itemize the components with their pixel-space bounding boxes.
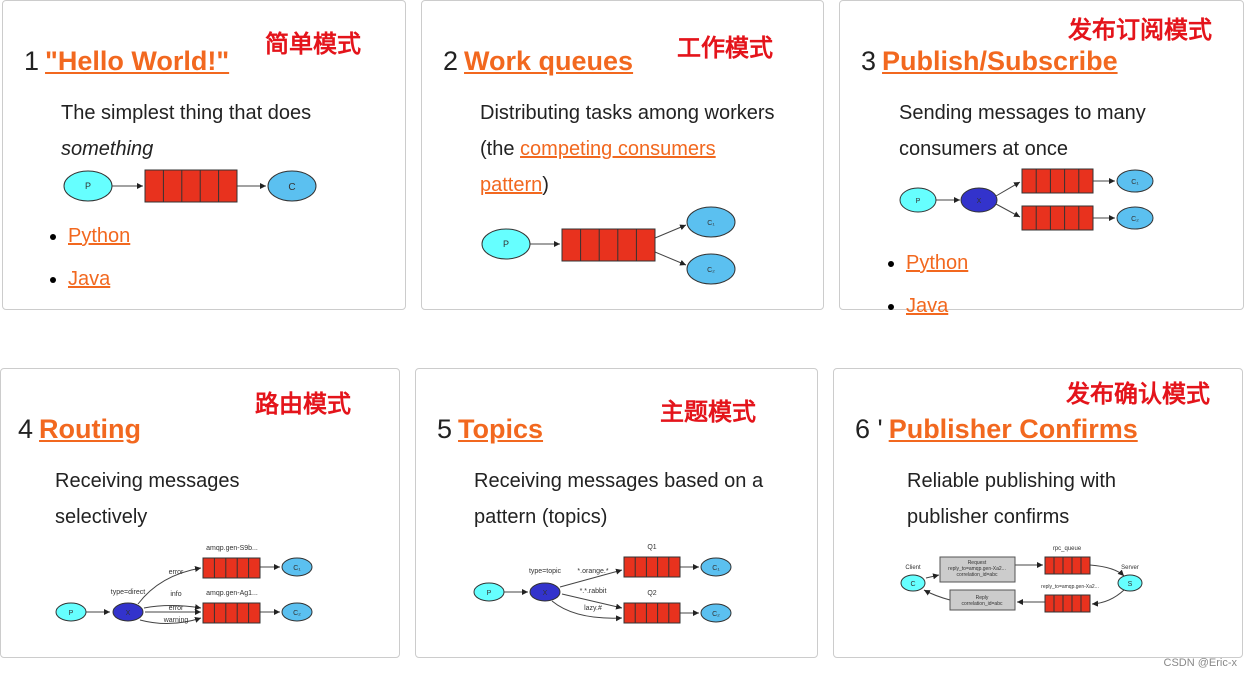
label: The simplest thing that does: [61, 102, 312, 124]
label: ): [542, 174, 549, 196]
tutorial-link[interactable]: Routing: [39, 414, 141, 444]
label: 2: [443, 46, 459, 76]
card-heading: 6 'Publisher Confirms: [855, 414, 1138, 445]
label: 6 ': [855, 414, 883, 444]
tutorial-link[interactable]: Publish/Subscribe: [882, 46, 1118, 76]
footer-watermark: CSDN @Eric-x: [1163, 657, 1238, 669]
card-description: The simplest thing that does something: [61, 95, 311, 167]
tutorial-link[interactable]: Work queues: [464, 46, 634, 76]
tutorial-link[interactable]: "Hello World!": [45, 46, 230, 76]
label: 4: [18, 414, 34, 444]
mode-label: 路由模式: [255, 391, 351, 418]
label: something: [61, 138, 154, 160]
card-description: Reliable publishing with publisher confi…: [907, 470, 1117, 528]
mode-label: 主题模式: [660, 399, 756, 426]
label: Distributing tasks among workers (the: [480, 102, 775, 160]
java-link[interactable]: Java: [906, 295, 949, 317]
tutorial-link[interactable]: Topics: [458, 414, 544, 444]
mode-label: 工作模式: [677, 35, 773, 62]
card-description: Sending messages to many consumers at on…: [899, 102, 1146, 160]
card-number: 1: [24, 46, 40, 76]
card-heading: 1"Hello World!": [24, 46, 229, 77]
label: 3: [861, 46, 877, 76]
card-description: Receiving messages based on a pattern (t…: [474, 470, 764, 528]
mode-label: 简单模式: [265, 31, 361, 58]
card-hello-world: [2, 0, 406, 310]
tutorial-link[interactable]: Publisher Confirms: [888, 414, 1138, 444]
competing-consumers-link[interactable]: competing consumers pattern: [480, 138, 716, 196]
label: 5: [437, 414, 453, 444]
python-link[interactable]: Python: [906, 252, 969, 274]
python-link[interactable]: Python: [68, 225, 131, 247]
card-description: Receiving messages selectively: [55, 470, 240, 528]
mode-label: 发布确认模式: [1066, 381, 1210, 408]
card-publish-subscribe: [839, 0, 1244, 310]
card-publisher-confirms: [833, 368, 1243, 658]
card-description: Distributing tasks among workers (the co…: [480, 95, 780, 203]
java-link[interactable]: Java: [68, 268, 111, 290]
mode-label: 发布订阅模式: [1068, 17, 1212, 44]
language-list: Python Java: [48, 215, 130, 301]
language-list: Python Java: [886, 242, 968, 328]
